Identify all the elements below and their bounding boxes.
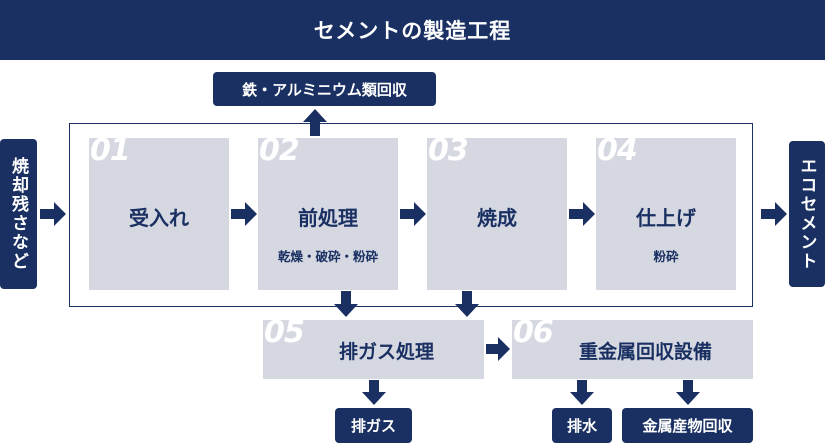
step-03-box: 03 焼成 xyxy=(427,133,567,290)
input-label: 焼却残さなど xyxy=(0,139,37,289)
arrow-down-icon xyxy=(676,380,700,405)
step-title: 重金属回収設備 xyxy=(578,341,712,363)
step-04-box: 04 仕上げ 粉砕 xyxy=(596,133,736,290)
step-05-box: 05 排ガス処理 xyxy=(263,315,484,379)
step-number: 02 xyxy=(259,133,300,168)
step-06-box: 06 重金属回収設備 xyxy=(512,315,753,379)
arrow-right-icon xyxy=(569,202,595,226)
step-title: 排ガス処理 xyxy=(338,341,434,363)
step-title: 仕上げ xyxy=(636,206,696,230)
step-number: 05 xyxy=(264,315,305,350)
step-number: 03 xyxy=(428,133,469,168)
step-number: 04 xyxy=(597,133,638,168)
exhaust-output: 排ガス xyxy=(335,408,412,443)
step-number: 01 xyxy=(90,133,131,168)
arrow-down-icon xyxy=(455,291,479,317)
arrow-up-icon xyxy=(303,109,327,136)
step-01-box: 01 受入れ xyxy=(89,133,229,290)
metal-recovery-label: 鉄・アルミニウム類回収 xyxy=(213,72,436,106)
main-process-frame xyxy=(69,123,753,307)
drainage-output: 排水 xyxy=(552,408,612,443)
arrow-down-icon xyxy=(362,380,386,405)
arrow-right-icon xyxy=(40,202,66,226)
step-02-box: 02 前処理 乾燥・破砕・粉砕 xyxy=(258,133,398,290)
metal-product-output: 金属産物回収 xyxy=(622,408,753,443)
arrow-right-icon xyxy=(761,202,787,226)
arrow-down-icon xyxy=(570,380,594,405)
step-subtitle: 乾燥・破砕・粉砕 xyxy=(277,249,378,264)
step-number: 06 xyxy=(513,315,554,350)
step-title: 受入れ xyxy=(129,206,189,230)
arrow-right-icon xyxy=(400,202,426,226)
arrow-right-icon xyxy=(486,337,510,361)
step-subtitle: 粉砕 xyxy=(653,249,679,264)
step-title: 焼成 xyxy=(477,206,517,230)
output-label: エコセメント xyxy=(789,141,825,287)
arrow-down-icon xyxy=(334,291,358,317)
step-title: 前処理 xyxy=(298,206,358,230)
page-title: セメントの製造工程 xyxy=(0,0,825,60)
arrow-right-icon xyxy=(231,202,257,226)
